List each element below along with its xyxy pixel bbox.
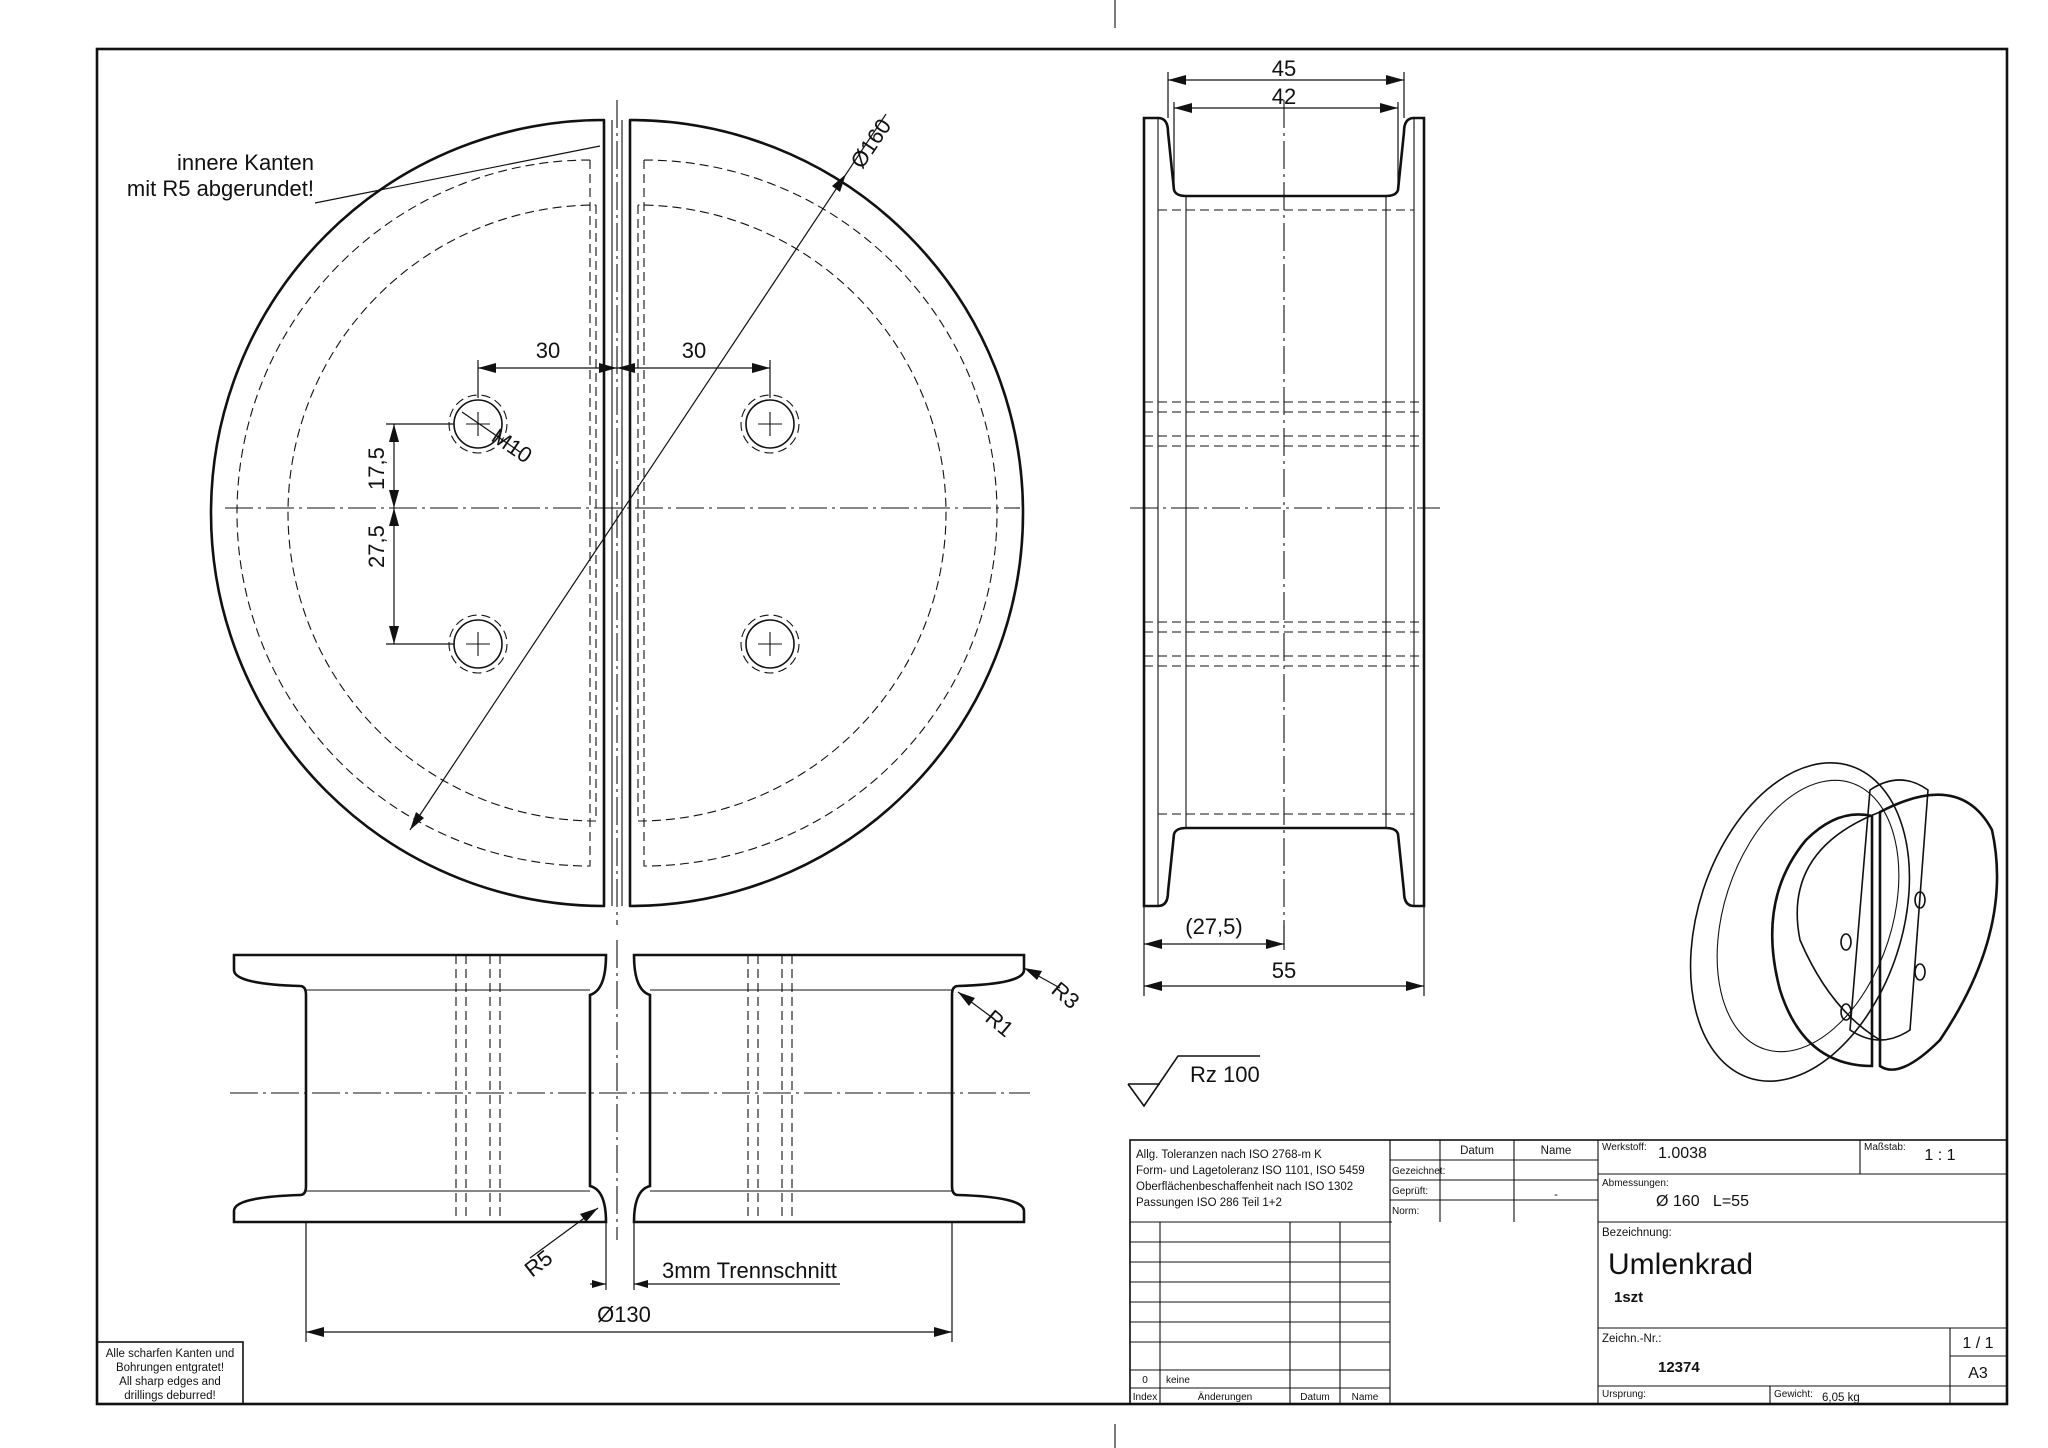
abmessungen-value: Ø 160 L=55: [1656, 1193, 1749, 1210]
revision-index: 0: [1142, 1375, 1148, 1386]
row-geprueft: Geprüft:: [1392, 1186, 1428, 1197]
header-name: Name: [1541, 1145, 1572, 1157]
sheet-number: 1 / 1: [1962, 1335, 1993, 1352]
radius-r3: R3: [1047, 977, 1085, 1014]
dim-45: 45: [1272, 56, 1296, 81]
gewicht-label: Gewicht:: [1774, 1389, 1813, 1400]
rev-col-index: Index: [1133, 1392, 1157, 1403]
dim-27-5-reference: (27,5): [1185, 914, 1242, 939]
cut-note: 3mm Trennschnitt: [662, 1258, 837, 1283]
tolerance-note-4: Passungen ISO 286 Teil 1+2: [1136, 1197, 1282, 1209]
deburr-note-line1: Alle scharfen Kanten und: [106, 1348, 235, 1360]
tolerance-note-2: Form- und Lagetoleranz ISO 1101, ISO 545…: [1136, 1165, 1365, 1177]
deburr-note-line4: drillings deburred!: [124, 1390, 215, 1402]
bottom-view: R3 R1 R5 3mm Trennschnitt Ø130: [230, 940, 1084, 1342]
dim-42: 42: [1272, 84, 1296, 109]
zeichnungsnummer-label: Zeichn.-Nr.:: [1602, 1333, 1661, 1345]
werkstoff-label: Werkstoff:: [1602, 1142, 1647, 1153]
row-norm: Norm:: [1392, 1206, 1419, 1217]
thread-m10: M10: [487, 423, 536, 468]
title-block: Allg. Toleranzen nach ISO 2768-m K Form-…: [1129, 1139, 2008, 1405]
header-datum: Datum: [1460, 1145, 1494, 1157]
massstab-label: Maßstab:: [1864, 1142, 1906, 1153]
revision-text: keine: [1166, 1375, 1190, 1386]
sheet-format: A3: [1968, 1365, 1988, 1382]
dim-dia-160: Ø160: [845, 114, 896, 173]
dim-30-left: 30: [536, 338, 560, 363]
isometric-view: [1689, 762, 1999, 1082]
inner-edges-note-line2: mit R5 abgerundet!: [127, 176, 314, 201]
dim-27-5: 27,5: [364, 525, 389, 568]
radius-r1: R1: [981, 1005, 1019, 1042]
zeichnungsnummer-value: 12374: [1658, 1359, 1700, 1376]
radius-r5: R5: [520, 1245, 558, 1282]
deburr-note-line2: Bohrungen entgratet!: [116, 1362, 224, 1374]
dim-17-5: 17,5: [364, 447, 389, 490]
sheet-frame: [95, 0, 2009, 1448]
deburr-note: Alle scharfen Kanten und Bohrungen entgr…: [96, 1341, 244, 1405]
rev-col-changes: Änderungen: [1198, 1391, 1253, 1403]
surface-finish-symbol: Rz 100: [1127, 1055, 1260, 1108]
quantity: 1szt: [1614, 1289, 1643, 1306]
hole-bottom-right: [740, 614, 800, 674]
surface-finish-value: Rz 100: [1190, 1062, 1260, 1087]
side-view: 45 42 (27,5) 55: [1130, 56, 1440, 996]
row-gezeichnet: Gezeichnet:: [1392, 1166, 1445, 1177]
ursprung-label: Ursprung:: [1602, 1389, 1646, 1400]
tolerance-note-1: Allg. Toleranzen nach ISO 2768-m K: [1136, 1149, 1322, 1161]
dim-30-right: 30: [682, 338, 706, 363]
dim-55: 55: [1272, 958, 1296, 983]
inner-edges-note-line1: innere Kanten: [177, 150, 314, 175]
bezeichnung-value: Umlenkrad: [1608, 1248, 1753, 1281]
bezeichnung-label: Bezeichnung:: [1602, 1227, 1672, 1239]
hole-top-right: [740, 394, 800, 454]
massstab-value: 1 : 1: [1924, 1147, 1955, 1164]
gewicht-value: 6,05 kg: [1822, 1392, 1860, 1404]
front-view: innere Kanten mit R5 abgerundet! Ø160 30…: [127, 100, 1025, 925]
werkstoff-value: 1.0038: [1658, 1145, 1707, 1162]
abmessungen-label: Abmessungen:: [1602, 1178, 1669, 1189]
geprueft-name: -: [1554, 1189, 1558, 1201]
tolerance-note-3: Oberflächenbeschaffenheit nach ISO 1302: [1136, 1181, 1353, 1193]
dim-dia-130: Ø130: [597, 1302, 651, 1327]
deburr-note-line3: All sharp edges and: [119, 1376, 221, 1388]
hole-bottom-left: [448, 614, 508, 674]
rev-col-datum: Datum: [1300, 1392, 1329, 1403]
rev-col-name: Name: [1352, 1392, 1379, 1403]
